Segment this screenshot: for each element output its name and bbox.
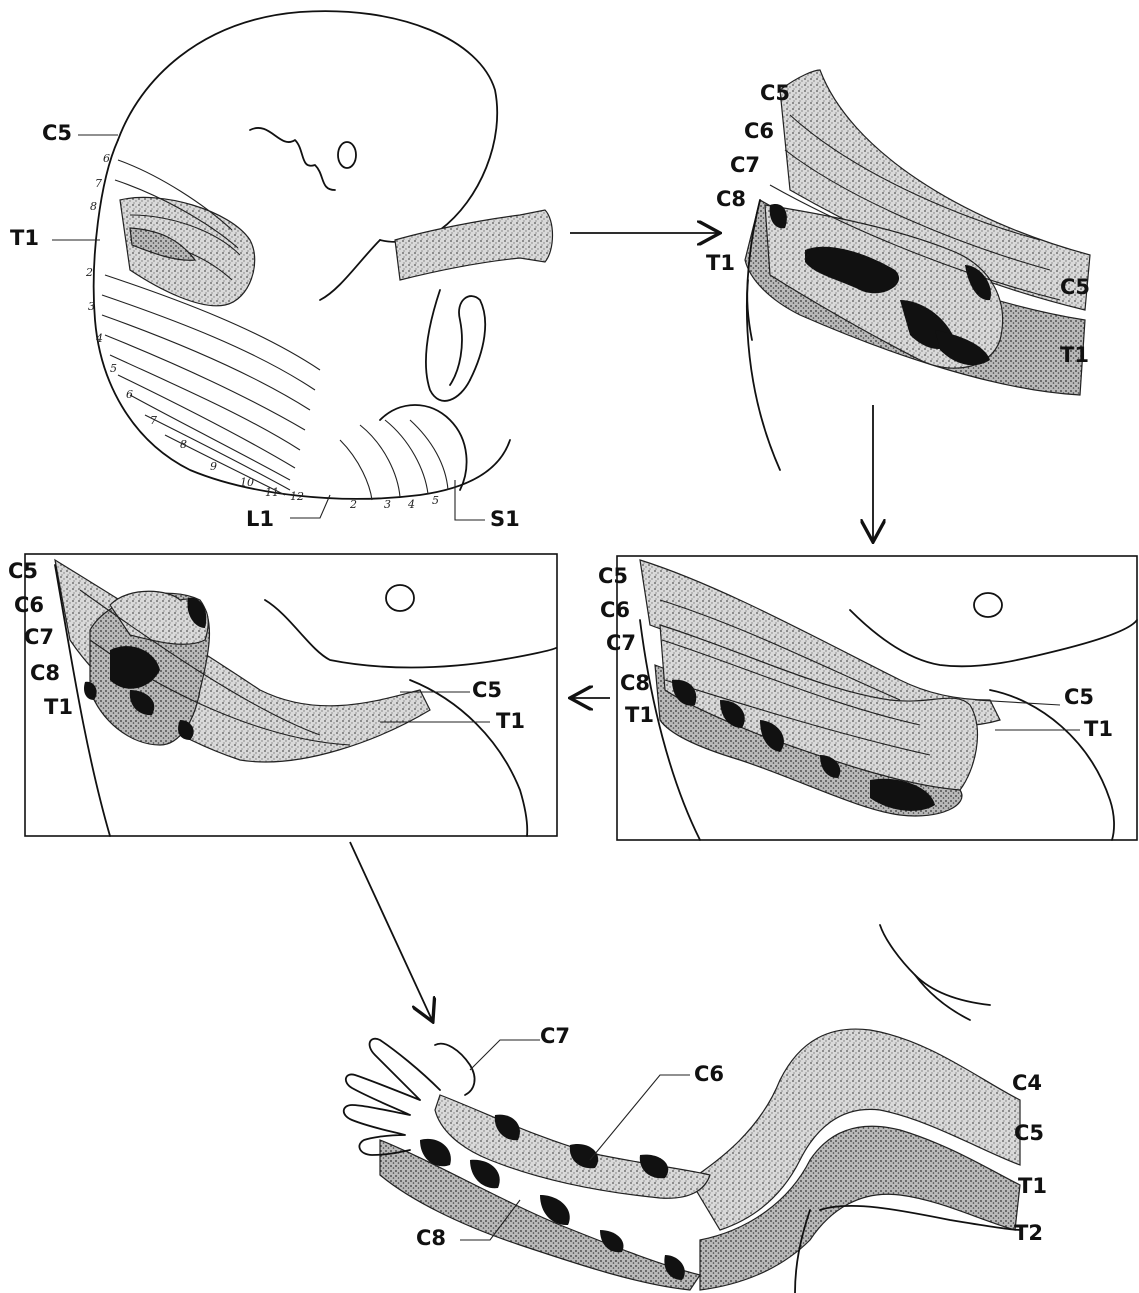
lower-limb-bud: [380, 405, 467, 490]
segment-number: 3: [88, 300, 95, 313]
embryo-eye: [338, 142, 356, 168]
segment-number: 11: [265, 486, 279, 499]
pharyngeal-arches: [250, 128, 335, 190]
label-c5: C5: [598, 564, 628, 588]
panel-adult-arm: C7 C6 C8 C4 C5 T1 T2: [344, 925, 1047, 1293]
umbilical-cord: [395, 210, 553, 280]
segment-number: 8: [90, 200, 97, 213]
label-c5-right: C5: [1060, 275, 1090, 299]
leader-line: [590, 1075, 690, 1160]
segment-number: 4: [95, 332, 103, 345]
label-t1-right: T1: [496, 709, 525, 733]
hand-fingers: [344, 1039, 440, 1155]
label-c6: C6: [600, 598, 630, 622]
head-contour: [850, 610, 1137, 666]
neck-contour: [915, 975, 990, 1005]
thumb: [435, 1044, 475, 1095]
label-c6: C6: [694, 1062, 724, 1086]
label-t1: T1: [44, 695, 73, 719]
embryo-body-outline: [94, 140, 510, 499]
label-c8: C8: [716, 187, 746, 211]
embryo-tail: [450, 296, 485, 385]
label-c4: C4: [1012, 1071, 1042, 1095]
segment-number: 2: [349, 498, 357, 511]
arrow-down-right: [350, 842, 432, 1020]
segment-number: 8: [180, 438, 187, 451]
label-t2: T2: [1014, 1221, 1043, 1245]
label-c6: C6: [744, 119, 774, 143]
label-c5: C5: [1014, 1121, 1044, 1145]
body-contour: [410, 680, 527, 836]
segment-number: 7: [150, 414, 157, 427]
label-c5-right: C5: [472, 678, 502, 702]
label-c5-right: C5: [1064, 685, 1094, 709]
segment-number: 2: [85, 266, 93, 279]
segment-number: 12: [290, 490, 304, 503]
panel-rotating-limb: C5 C6 C7 C8 T1 C5 T1: [8, 554, 557, 836]
label-t1: T1: [625, 703, 654, 727]
segment-number: 7: [95, 177, 102, 190]
body-contour: [990, 690, 1114, 840]
label-s1: S1: [490, 507, 520, 531]
embryo-eye: [974, 593, 1002, 617]
label-c8: C8: [416, 1226, 446, 1250]
label-t1: T1: [10, 226, 39, 250]
label-t1-right: T1: [1084, 717, 1113, 741]
segment-number: 9: [210, 460, 217, 473]
label-c5: C5: [760, 81, 790, 105]
segment-number: 6: [103, 152, 110, 165]
panel-embryo: 6 7 8 2 3 4 5 6 7 8 9 10 11 12 2 3 4 5 C…: [10, 11, 553, 531]
segment-number: 4: [407, 498, 415, 511]
label-c5: C5: [8, 559, 38, 583]
label-c8: C8: [620, 671, 650, 695]
label-c8: C8: [30, 661, 60, 685]
panel-limb-bud: C5 C6 C7 C8 T1 C5 T1: [706, 70, 1090, 470]
segment-number: 3: [384, 498, 391, 511]
label-c7: C7: [730, 153, 760, 177]
leader-line: [470, 1040, 540, 1070]
label-c7: C7: [540, 1024, 570, 1048]
chin-contour: [880, 925, 970, 1020]
label-c7: C7: [24, 625, 54, 649]
label-c6: C6: [14, 593, 44, 617]
embryo-eye: [386, 585, 414, 611]
label-t1: T1: [706, 251, 735, 275]
label-t1: T1: [1018, 1174, 1047, 1198]
segment-number: 10: [240, 476, 254, 489]
label-l1: L1: [246, 507, 274, 531]
head-contour: [265, 600, 556, 668]
panel-elongating-limb: C5 C6 C7 C8 T1 C5 T1: [598, 556, 1137, 840]
label-c5: C5: [42, 121, 72, 145]
segment-number: 6: [126, 388, 133, 401]
segment-number: 5: [432, 494, 439, 507]
segment-number: 5: [110, 362, 117, 375]
label-c7: C7: [606, 631, 636, 655]
label-t1-right: T1: [1060, 343, 1089, 367]
